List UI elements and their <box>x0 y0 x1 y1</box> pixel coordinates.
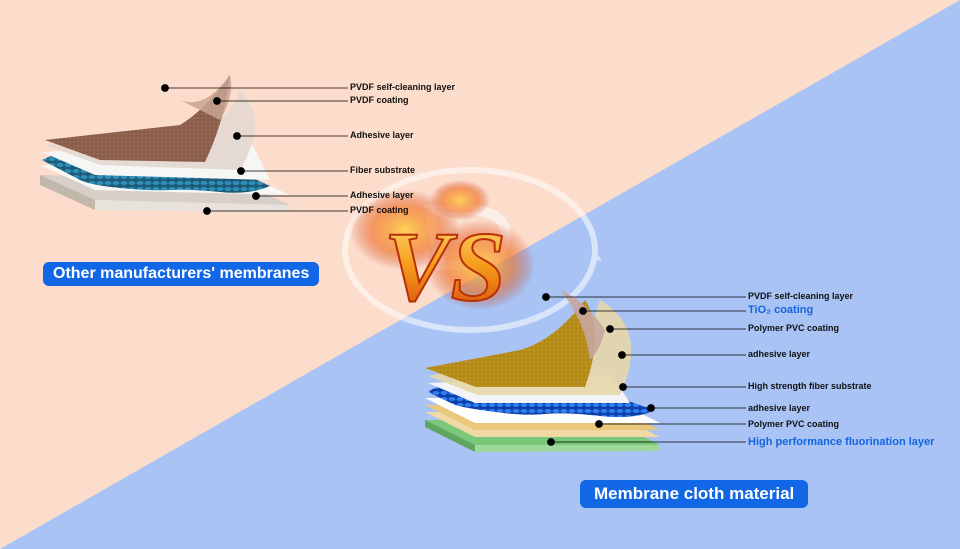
right-layer-label-highlight: High performance fluorination layer <box>748 436 935 448</box>
right-title-banner: Membrane cloth material <box>580 480 809 508</box>
right-membrane-illustration <box>425 290 660 452</box>
left-membrane-illustration <box>40 75 290 212</box>
right-layer-label: Polymer PVC coating <box>748 419 840 429</box>
left-layer-label: PVDF coating <box>350 95 409 105</box>
right-layer-label: High strength fiber substrate <box>748 381 872 391</box>
left-layer-label: PVDF coating <box>350 205 409 215</box>
right-layer-label: adhesive layer <box>748 349 811 359</box>
left-layer-label: Adhesive layer <box>350 130 414 140</box>
right-leader-lines <box>542 293 746 446</box>
right-layer-label: PVDF self-cleaning layer <box>748 291 854 301</box>
versus-emblem: VS <box>350 180 535 323</box>
left-layer-label: Adhesive layer <box>350 190 414 200</box>
right-layer-label: adhesive layer <box>748 403 811 413</box>
vs-text: VS <box>384 211 506 322</box>
left-leader-lines <box>161 84 348 215</box>
right-layer-label: Polymer PVC coating <box>748 323 840 333</box>
left-layer-label: PVDF self-cleaning layer <box>350 82 456 92</box>
right-layer-label-highlight: TiO₂ coating <box>748 304 814 316</box>
left-layer-label: Fiber substrate <box>350 165 416 175</box>
left-title-banner: Other manufacturers' membranes <box>43 262 320 286</box>
